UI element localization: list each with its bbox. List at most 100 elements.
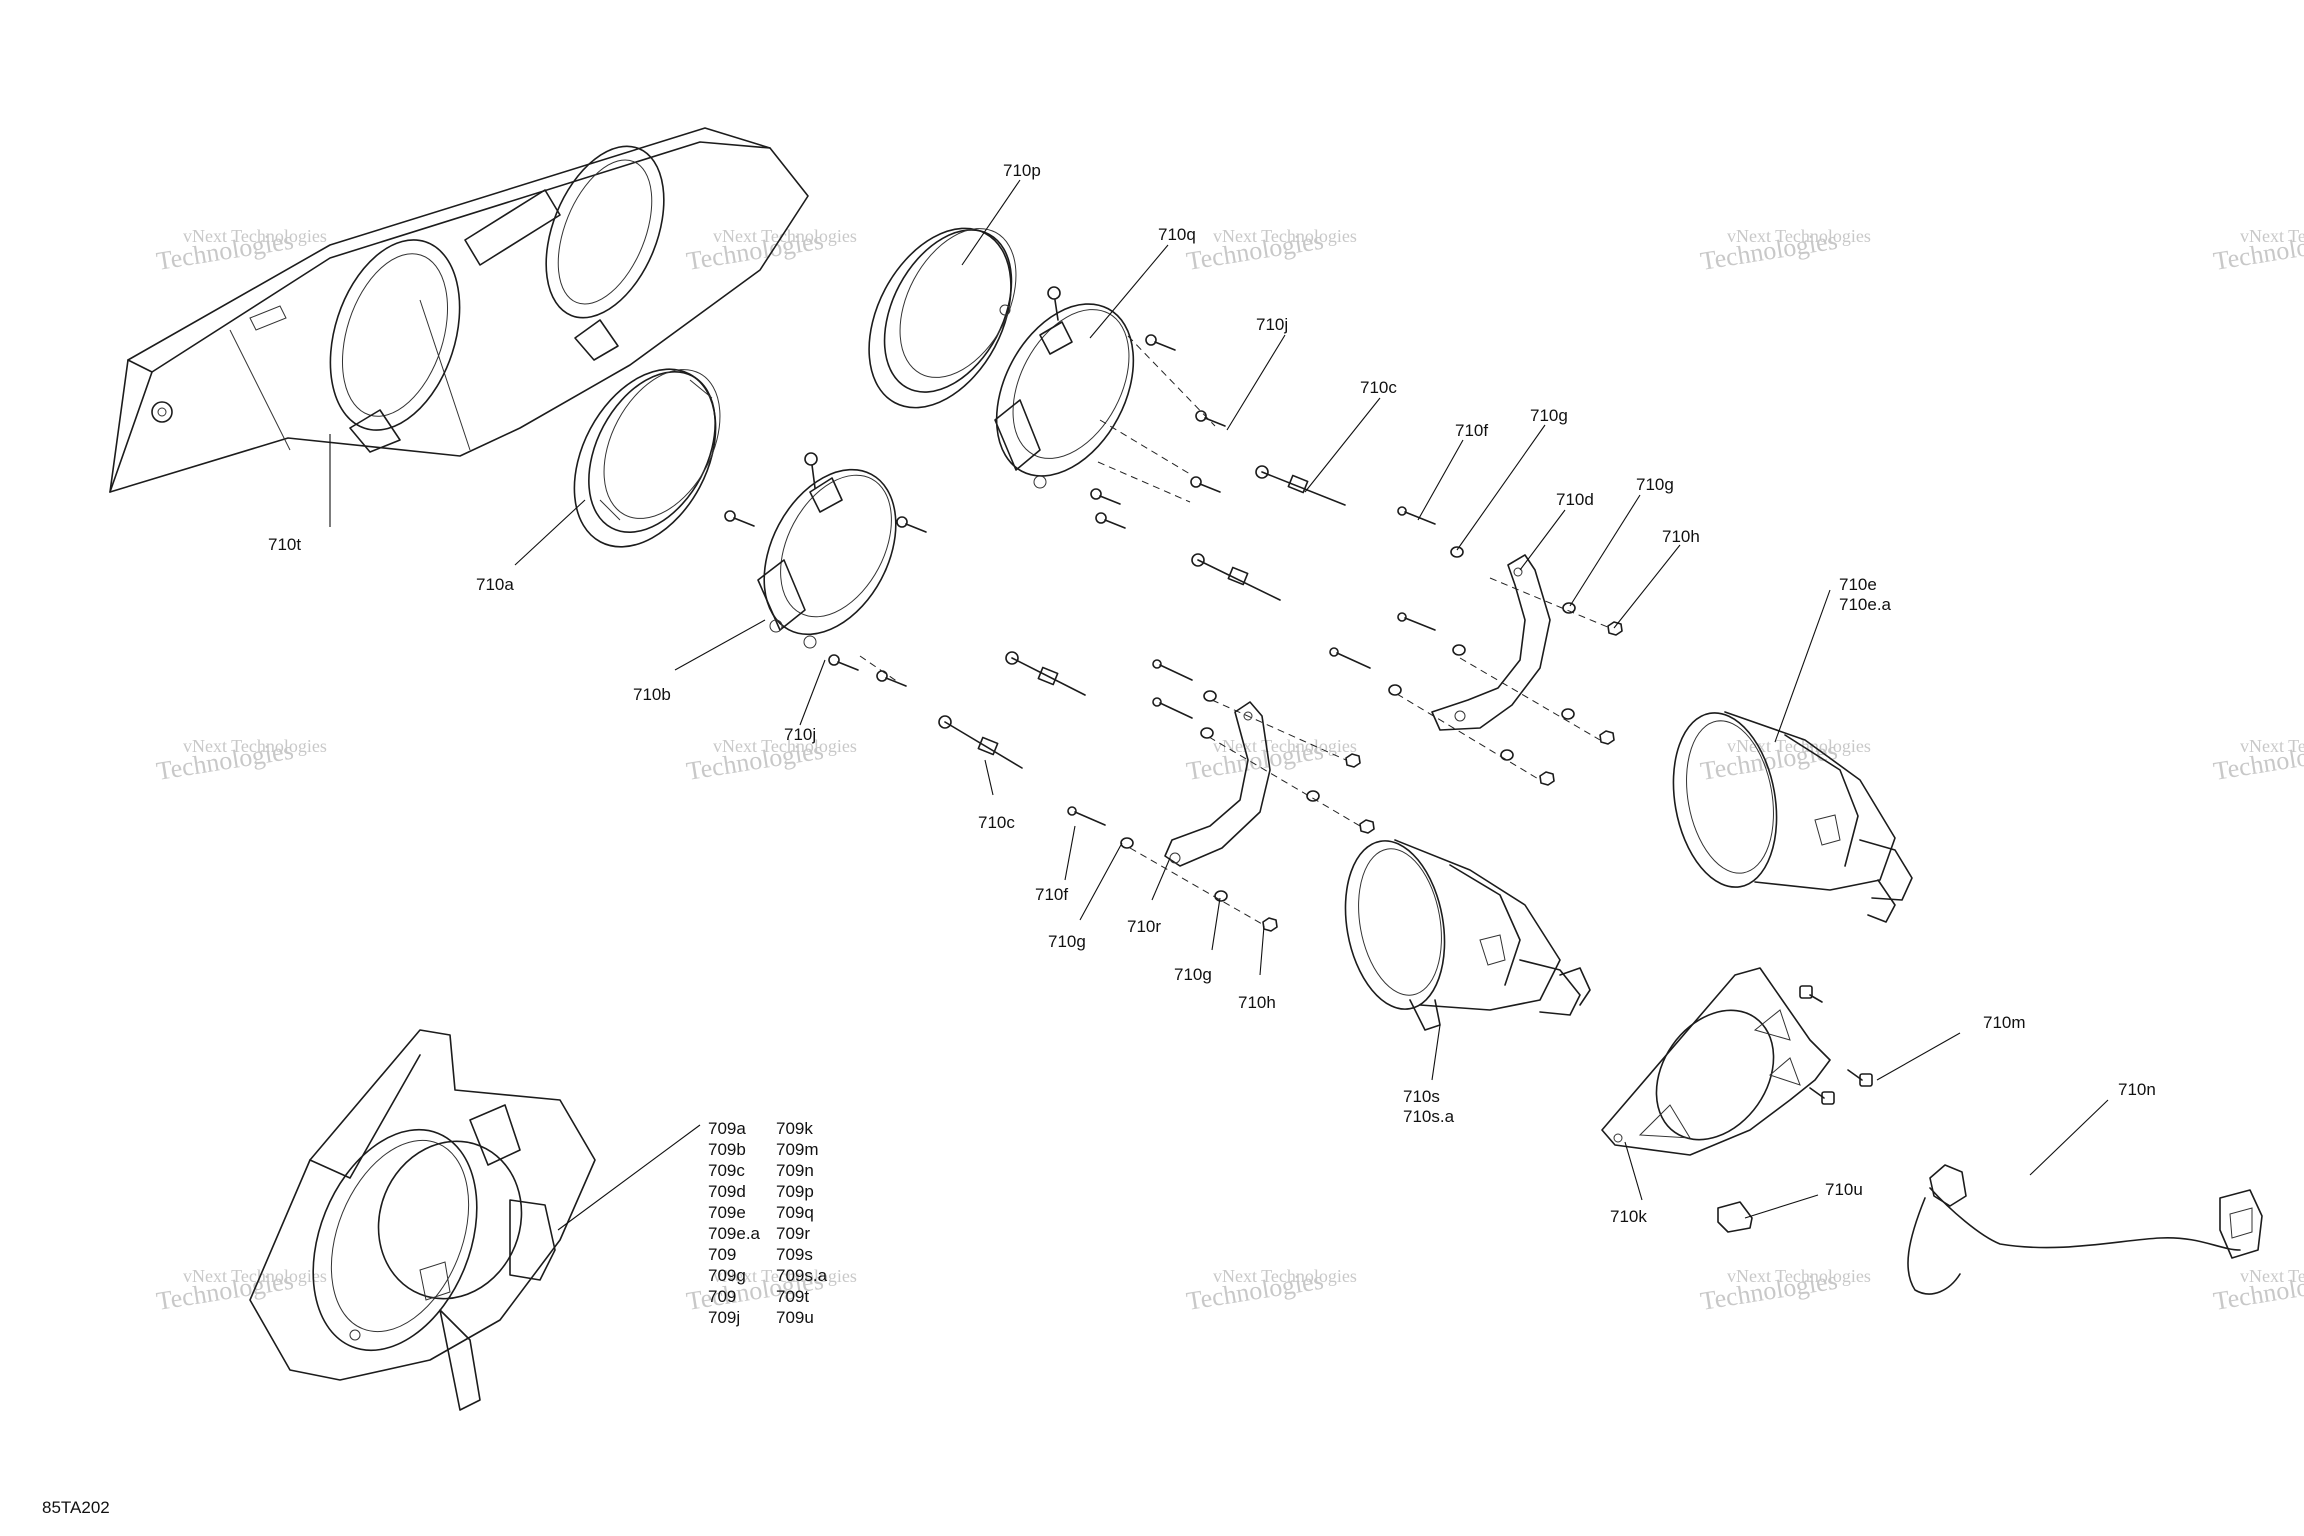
svg-text:vNext Technologies: vNext Technologies [1213,1266,1357,1286]
watermark: vNext Technologies Technologies [2211,1266,2304,1316]
kit-item: 709e.a [708,1224,761,1243]
kit-item: 709q [776,1203,814,1222]
svg-text:vNext Technologies: vNext Technologies [713,1266,857,1286]
fasteners [724,286,1623,932]
lower-adjuster-bracket [1164,701,1271,867]
drawing-code: 85TA202 [42,1498,110,1517]
bolt [1152,659,1193,681]
bolt [1067,806,1106,826]
screw [1809,1087,1835,1105]
lower-headlamp [1344,839,1591,1031]
watermark: vNext Technologies Technologies [2211,226,2304,276]
kit-item: 709b [708,1140,746,1159]
screw [1090,488,1121,505]
stud [1191,553,1281,601]
watermark: vNext Technologies Technologies [154,736,326,786]
watermark: vNext Technologies Technologies [154,226,326,276]
svg-text:vNext Technologies: vNext Technologies [1213,226,1357,246]
upper-adjuster-bracket [1431,554,1551,731]
washer [1214,890,1228,902]
upper-retaining-ring [868,227,1017,409]
callout: 710g [1174,965,1212,984]
nut [1539,771,1555,786]
washer [1306,790,1320,802]
stud [1005,651,1086,696]
mounting-plate [1601,967,1831,1156]
screw [1047,286,1061,321]
alignment-lines [859,335,1611,925]
callout: 710c [1360,378,1397,397]
kit-item: 709p [776,1182,814,1201]
callout: 710e [1839,575,1877,594]
wiring-harness [1907,1164,2263,1295]
callout: 710m [1983,1013,2026,1032]
callout: 710g [1530,406,1568,425]
kit-item: 709t [776,1287,809,1306]
watermarks: vNext Technologies Technologies vNext Te… [154,226,2304,1316]
svg-text:vNext Technologies: vNext Technologies [713,226,857,246]
callout: 710e.a [1839,595,1892,614]
washer [1120,837,1134,849]
leader-lines [329,179,2109,1231]
callout: 710h [1238,993,1276,1012]
kit-item: 709k [776,1119,813,1138]
washer [1450,546,1464,558]
headlight-assembly [249,1029,596,1411]
watermark: vNext Technologies Technologies [1184,1266,1356,1316]
washer [1562,602,1576,614]
bolt [1152,697,1193,719]
screw [896,516,927,533]
callout: 710g [1636,475,1674,494]
kit-item: 709 [708,1245,736,1264]
kit-item: 709m [776,1140,819,1159]
callout: 710u [1825,1180,1863,1199]
callout: 710g [1048,932,1086,951]
kit-item: 709c [708,1161,745,1180]
nut [1599,730,1615,745]
callout: 710p [1003,161,1041,180]
svg-text:vNext Technologies: vNext Technologies [713,736,857,756]
screw [724,510,755,527]
upper-bracket-ring [994,303,1135,489]
kit-item: 709n [776,1161,814,1180]
callout: 710j [1256,315,1288,334]
screw [1095,512,1126,529]
watermark: vNext Technologies Technologies [684,736,856,786]
watermark: vNext Technologies Technologies [1698,1266,1870,1316]
screw [1145,334,1176,351]
kit-item: 709u [776,1308,814,1327]
watermark: vNext Technologies Technologies [154,1266,326,1316]
watermark: vNext Technologies Technologies [1698,736,1870,786]
svg-text:vNext Technologies: vNext Technologies [2240,1266,2304,1286]
kit-item: 709s [776,1245,813,1264]
washer [1500,749,1514,761]
lower-retaining-ring [573,368,721,548]
nut [1262,917,1278,932]
callout: 710c [978,813,1015,832]
nut [1607,621,1623,636]
svg-text:vNext Technologies: vNext Technologies [1727,1266,1871,1286]
svg-text:vNext Technologies: vNext Technologies [2240,226,2304,246]
svg-text:vNext Technologies: vNext Technologies [1213,736,1357,756]
callout-labels: 710p 710q 710j 710c 710f 710g 710d 710g … [268,161,2156,1226]
washer [1203,690,1217,702]
kit-list: 709a 709b 709c 709d 709e 709e.a 709 709g… [708,1119,828,1327]
screw [1195,410,1226,427]
screw [1799,985,1823,1003]
stud [938,715,1023,769]
kit-item: 709 [708,1287,736,1306]
washer [1388,684,1402,696]
callout: 710a [476,575,514,594]
callout: 710s [1403,1087,1440,1106]
watermark: vNext Technologies Technologies [684,226,856,276]
kit-item: 709d [708,1182,746,1201]
screw [876,670,907,687]
kit-item: 709s.a [776,1266,828,1285]
screw [1190,476,1221,493]
screw [1847,1069,1873,1087]
callout: 710h [1662,527,1700,546]
callout: 710b [633,685,671,704]
screw [828,654,859,671]
screw [804,452,818,489]
